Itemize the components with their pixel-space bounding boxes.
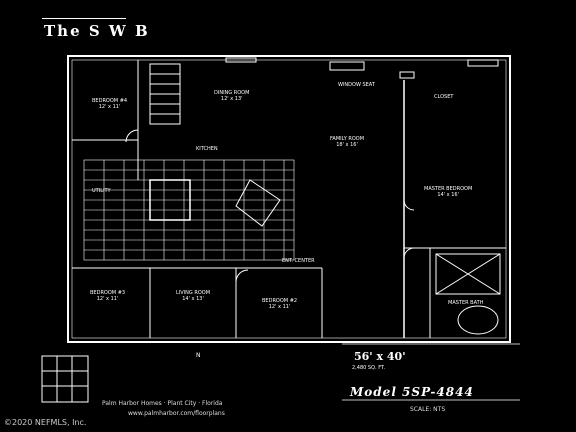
company-line: Palm Harbor Homes · Plant City · Florida (102, 400, 223, 407)
door-swing (235, 269, 249, 283)
window (225, 57, 257, 63)
door-swing (125, 129, 139, 143)
door-swing (403, 247, 415, 259)
window (399, 71, 415, 79)
window (467, 59, 499, 67)
exterior-wall (67, 55, 511, 343)
window-seat-bay (329, 61, 365, 71)
room-label-ent-center: ENT. CENTER (282, 258, 315, 264)
model-number: Model 5SP-4844 (350, 385, 474, 399)
plan-title: The S W B (44, 22, 150, 40)
kitchen-tile-grid (83, 159, 295, 261)
garden-tub (457, 305, 499, 335)
compass-label: N (196, 352, 201, 359)
square-footage: 2,480 SQ. FT. (352, 365, 386, 371)
shower (435, 253, 501, 295)
title-rule (42, 18, 126, 19)
room-label-closet: CLOSET (434, 94, 454, 100)
kitchen-island (149, 179, 191, 221)
legend-grid (41, 355, 89, 403)
door-swing (403, 199, 415, 211)
exterior-wall-inner (71, 59, 507, 339)
website-line: www.palmharbor.com/floorplans (128, 410, 225, 417)
room-label-utility: UTILITY (92, 188, 111, 194)
home-dimensions: 56' x 40' (354, 350, 406, 363)
room-label-master-bath: MASTER BATH (448, 300, 484, 306)
angled-counter (235, 179, 281, 227)
room-label-window-seat: WINDOW SEAT (338, 82, 375, 88)
copyright-watermark: ©2020 NEFMLS, Inc. (4, 418, 87, 427)
scale-note: SCALE: NTS (410, 406, 446, 413)
room-label-kitchen: KITCHEN (196, 146, 218, 152)
